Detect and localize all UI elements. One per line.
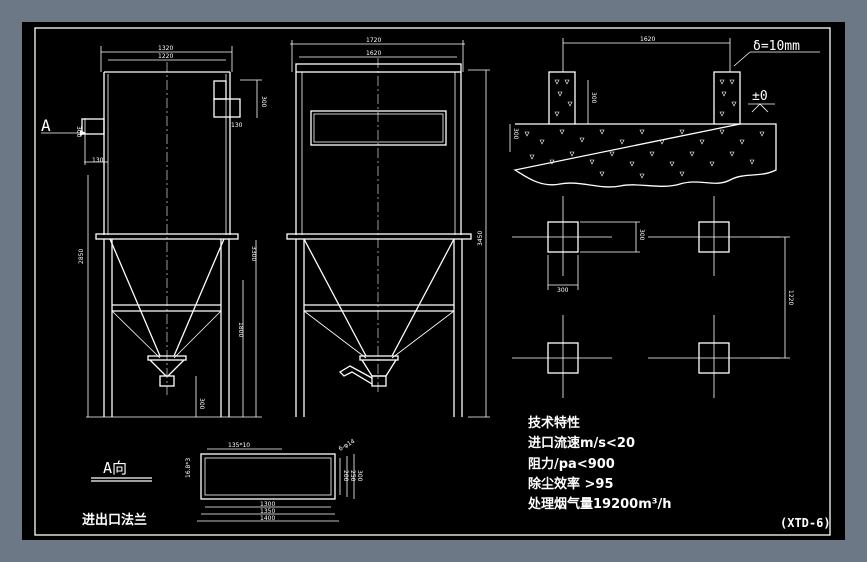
hole-spec: 6-φ14 — [338, 438, 357, 453]
view-a-label: A向 — [103, 459, 127, 477]
cad-drawing: 1320 1220 300 130 3 — [34, 27, 831, 536]
dim-1720: 1720 — [366, 37, 381, 44]
tech-title: 技术特性 — [528, 415, 580, 431]
dim-3300: 3300 — [250, 246, 257, 261]
dim-pitch-16: 16.8*3 — [185, 458, 192, 478]
flange-view: A向 进出口法兰 135*10 16.8*3 6-φ14 1300 1350 1… — [82, 438, 363, 528]
drawing-border — [34, 27, 831, 536]
foundation-section: 1620 δ=10mm ±0 300 300 — [509, 36, 820, 188]
dim-1320: 1320 — [158, 45, 173, 52]
dim-300-c: 300 — [198, 398, 205, 410]
tech-resistance: 阻力/pa<900 — [528, 456, 615, 472]
dim-250: 250 — [349, 470, 356, 482]
section-a-label: A — [41, 116, 51, 135]
dim-1400: 1400 — [260, 515, 275, 522]
dim-pitch-135: 135*10 — [228, 442, 250, 449]
dim-2850: 2850 — [78, 249, 85, 264]
dim-1620: 1620 — [366, 50, 381, 57]
tech-specs: 技术特性 进口流速m/s<20 阻力/pa<900 除尘效率 >95 处理烟气量… — [527, 415, 671, 512]
dim-300-a: 300 — [260, 96, 267, 108]
dim-300-f1: 300 — [590, 92, 597, 104]
dim-1220: 1220 — [787, 290, 794, 305]
flange-title: 进出口法兰 — [82, 512, 147, 528]
dim-1220: 1220 — [158, 53, 173, 60]
dim-300-d: 300 — [557, 287, 569, 294]
side-view: 1720 1620 3450 — [286, 37, 490, 418]
dim-3450: 3450 — [477, 231, 484, 246]
dim-300-r: 300 — [356, 470, 363, 482]
drawing-number: (XTD-6) — [780, 516, 831, 530]
dim-300-e: 300 — [638, 229, 645, 241]
dim-1800: 1800 — [237, 322, 244, 337]
dim-130-b: 130 — [92, 157, 104, 164]
dim-1620-b: 1620 — [640, 36, 655, 43]
dim-300-f2: 300 — [512, 128, 519, 140]
dim-1350: 1350 — [260, 508, 275, 515]
dim-1300: 1300 — [260, 501, 275, 508]
cad-viewport[interactable]: 1320 1220 300 130 3 — [22, 22, 845, 540]
level-zero: ±0 — [752, 89, 768, 104]
tech-gas-volume: 处理烟气量19200m³/h — [527, 496, 671, 512]
dim-200: 200 — [342, 470, 349, 482]
dim-300-b: 300 — [75, 126, 82, 138]
dim-130-a: 130 — [231, 122, 243, 129]
delta-thickness: δ=10mm — [753, 39, 800, 54]
tech-inlet-speed: 进口流速m/s<20 — [528, 435, 635, 451]
front-view: 1320 1220 300 130 3 — [41, 45, 267, 418]
tech-efficiency: 除尘效率 >95 — [528, 476, 614, 492]
foundation-plan: 300 300 1220 — [512, 196, 794, 398]
